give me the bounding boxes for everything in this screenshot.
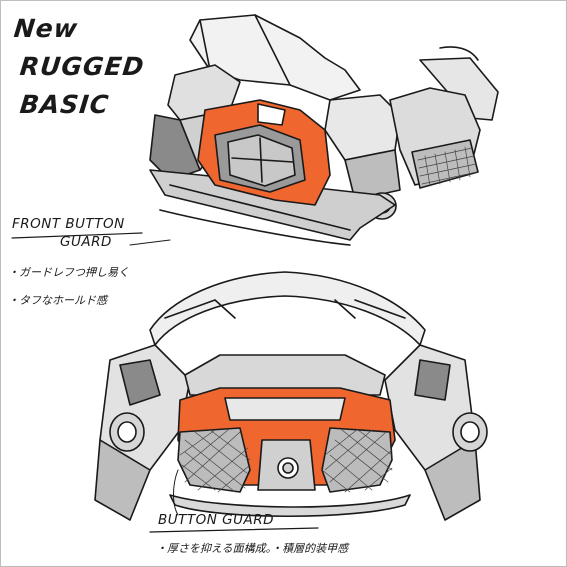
front-button-guard-label-line1: FRONT BUTTON (12, 216, 125, 232)
title-basic: BASIC (18, 90, 111, 119)
top-watch-illustration (149, 14, 499, 246)
title-new: New (12, 14, 80, 43)
bottom-watch-illustration (94, 271, 488, 521)
bottom-note: ・厚さを抑える面構成。・積層的装甲感 (156, 542, 349, 555)
front-button-guard-label-line2: GUARD (60, 234, 112, 250)
front-note-1: ・ガードレフつ押し易く (8, 266, 129, 279)
title-rugged: RUGGED (18, 52, 146, 81)
button-guard-label: BUTTON GUARD (158, 512, 275, 528)
front-note-2: ・タフなホールド感 (8, 294, 107, 307)
